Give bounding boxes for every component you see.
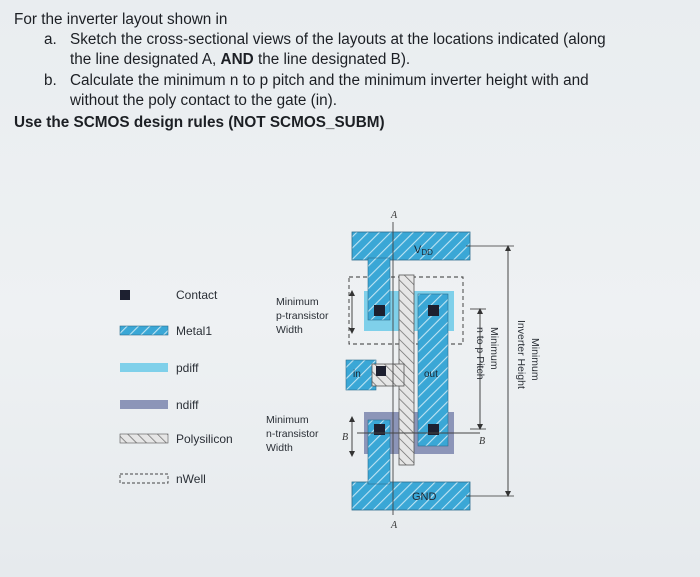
legend: Contact Metal1 pdiff ndiff Polysilicon n… [119, 288, 233, 486]
contact-p-drain [428, 305, 439, 316]
cut-line-a: A A [390, 210, 398, 531]
min-n-arrowhead-up [349, 416, 355, 422]
contact-poly [376, 366, 386, 376]
pitch-label-1: Minimum [488, 327, 500, 370]
pitch-label-2: n to p Pitch [474, 327, 486, 380]
min-n-text-2: n-transistor [266, 428, 319, 440]
contact-n-source [374, 424, 385, 435]
contact-p-source [374, 305, 385, 316]
legend-nwell-label: nWell [176, 472, 206, 486]
part-a-line-2: the line designated A, AND the line desi… [70, 51, 411, 68]
min-n-text-1: Minimum [266, 414, 309, 426]
part-b-marker: b. [44, 72, 57, 89]
min-p-text-3: Width [276, 324, 303, 336]
min-n-arrowhead-down [349, 451, 355, 457]
legend-pdiff-swatch [120, 363, 168, 372]
question-footer: Use the SCMOS design rules (NOT SCMOS_SU… [14, 114, 385, 131]
vdd-rail [351, 231, 471, 261]
min-p-arrowhead-down [349, 328, 355, 334]
vdd-label: VDD [414, 244, 433, 257]
cut-line-b: B B [342, 432, 485, 447]
part-b-line-2: without the poly contact to the gate (in… [70, 92, 338, 109]
min-p-arrowhead-up [349, 290, 355, 296]
legend-contact-swatch [120, 290, 130, 300]
cut-b-label-left: B [342, 432, 348, 443]
metal-input [345, 359, 377, 391]
legend-nwell-swatch [119, 473, 169, 484]
in-label: in [353, 369, 361, 380]
cut-b-label-right: B [479, 436, 485, 447]
gnd-label: GND [412, 491, 437, 503]
legend-ndiff-swatch [120, 400, 168, 409]
pitch-dimension: Minimum n to p Pitch [470, 308, 500, 430]
legend-poly-label: Polysilicon [176, 432, 233, 446]
part-a-marker: a. [44, 31, 57, 48]
inverter-layout: VDD GND in out [345, 231, 471, 511]
height-label-2: Inverter Height [515, 320, 527, 389]
legend-metal1-label: Metal1 [176, 324, 212, 338]
legend-poly-swatch [119, 433, 169, 444]
height-label-1: Minimum [529, 338, 541, 381]
height-dimension: Minimum Inverter Height [466, 245, 541, 497]
metal-p-source [367, 257, 391, 321]
min-p-text-2: p-transistor [276, 310, 329, 322]
min-p-width-annotation: Minimum p-transistor Width [276, 290, 355, 336]
out-label: out [424, 369, 438, 380]
metal-n-source [367, 419, 391, 485]
min-n-width-annotation: Minimum n-transistor Width [266, 414, 355, 457]
legend-contact-label: Contact [176, 288, 218, 302]
part-b-line-1: Calculate the minimum n to p pitch and t… [70, 72, 589, 89]
question-intro: For the inverter layout shown in [14, 11, 228, 28]
cut-a-label-top: A [390, 210, 398, 221]
gnd-rail [351, 481, 471, 511]
part-a-line-1: Sketch the cross-sectional views of the … [70, 31, 606, 48]
min-p-text-1: Minimum [276, 296, 319, 308]
metal-output [417, 293, 449, 447]
legend-metal1-swatch [119, 325, 169, 336]
legend-pdiff-label: pdiff [176, 361, 199, 375]
cut-a-label-bottom: A [390, 520, 398, 531]
legend-ndiff-label: ndiff [176, 398, 199, 412]
contact-n-drain [428, 424, 439, 435]
min-n-text-3: Width [266, 442, 293, 454]
